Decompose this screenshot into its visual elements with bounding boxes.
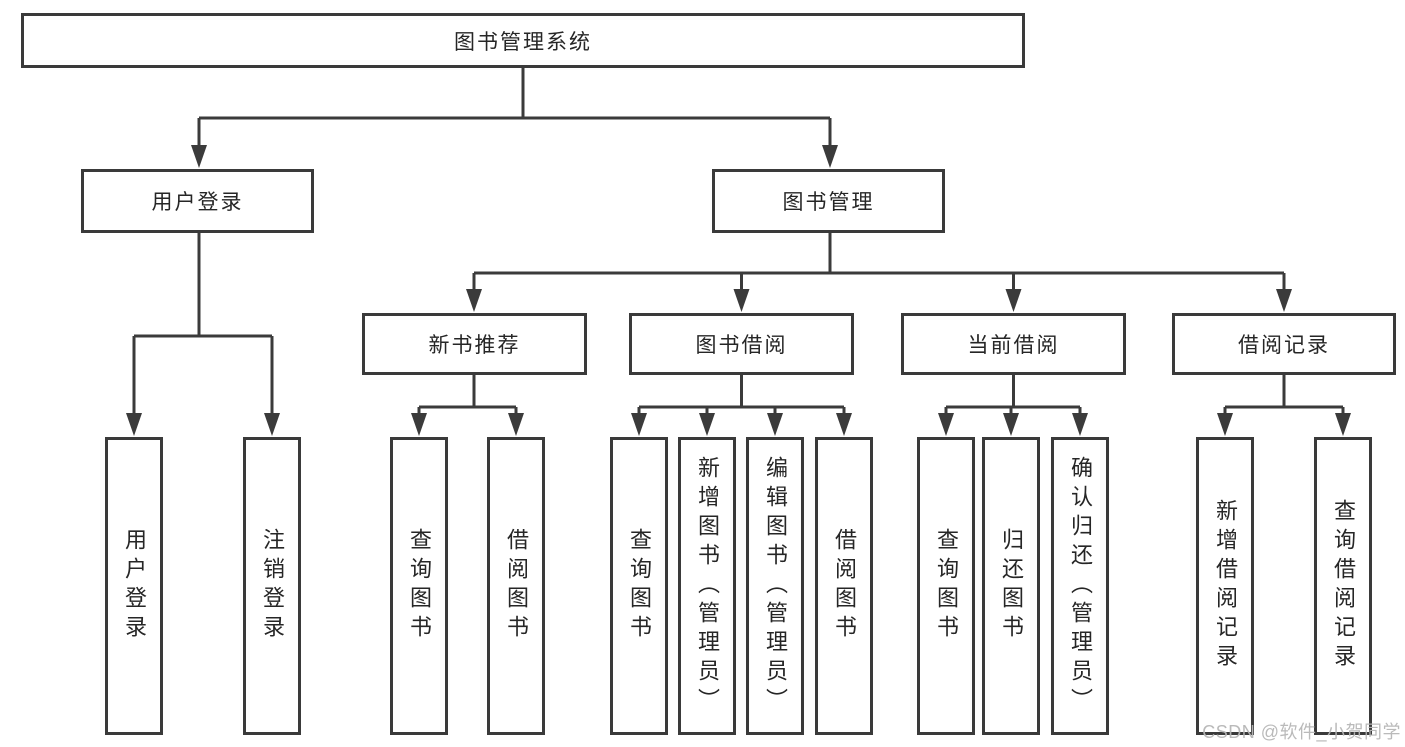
node-label: 图书借阅 (695, 334, 788, 357)
arrowheads (126, 145, 1351, 436)
leaf-query-books-recommendation: 查询图书 (390, 437, 448, 735)
node-label: 用户登录 (151, 191, 244, 214)
leaf-logout: 注销登录 (243, 437, 301, 735)
leaf-label: 归还图书 (999, 528, 1024, 644)
node-book-management: 图书管理 (712, 169, 945, 233)
leaf-query-books-current: 查询图书 (917, 437, 975, 735)
leaf-label: 借阅图书 (832, 528, 857, 644)
node-user-login: 用户登录 (81, 169, 314, 233)
node-new-book-recommendation: 新书推荐 (362, 313, 587, 375)
node-borrowing-records: 借阅记录 (1172, 313, 1396, 375)
leaf-label: 确认归还（管理员） (1068, 455, 1093, 717)
leaf-label: 查询图书 (627, 528, 652, 644)
node-book-borrowing: 图书借阅 (629, 313, 854, 375)
node-library-management-system: 图书管理系统 (21, 13, 1025, 68)
node-label: 图书管理 (782, 191, 875, 214)
leaf-confirm-return-admin: 确认归还（管理员） (1051, 437, 1109, 735)
leaf-label: 用户登录 (122, 528, 147, 644)
leaf-query-books-borrowing: 查询图书 (610, 437, 668, 735)
leaf-label: 查询图书 (934, 528, 959, 644)
leaf-label: 编辑图书（管理员） (763, 455, 788, 717)
leaf-label: 新增图书（管理员） (695, 455, 720, 717)
leaf-user-login: 用户登录 (105, 437, 163, 735)
leaf-add-borrow-record: 新增借阅记录 (1196, 437, 1254, 735)
node-label: 新书推荐 (428, 334, 521, 357)
connector-paths (132, 68, 1345, 417)
leaf-borrow-books: 借阅图书 (815, 437, 873, 735)
node-current-borrowing: 当前借阅 (901, 313, 1126, 375)
leaf-return-books: 归还图书 (982, 437, 1040, 735)
leaf-edit-books-admin: 编辑图书（管理员） (746, 437, 804, 735)
leaf-add-books-admin: 新增图书（管理员） (678, 437, 736, 735)
leaf-label: 注销登录 (260, 528, 285, 644)
leaf-label: 新增借阅记录 (1213, 499, 1238, 673)
leaf-label: 借阅图书 (504, 528, 529, 644)
node-label: 图书管理系统 (454, 30, 592, 54)
leaf-label: 查询借阅记录 (1331, 499, 1356, 673)
leaf-label: 查询图书 (407, 528, 432, 644)
node-label: 当前借阅 (967, 334, 1060, 357)
node-label: 借阅记录 (1238, 334, 1330, 357)
watermark: CSDN @软件_小贺同学 (1202, 722, 1401, 742)
leaf-query-borrow-record: 查询借阅记录 (1314, 437, 1372, 735)
leaf-borrow-books-recommendation: 借阅图书 (487, 437, 545, 735)
